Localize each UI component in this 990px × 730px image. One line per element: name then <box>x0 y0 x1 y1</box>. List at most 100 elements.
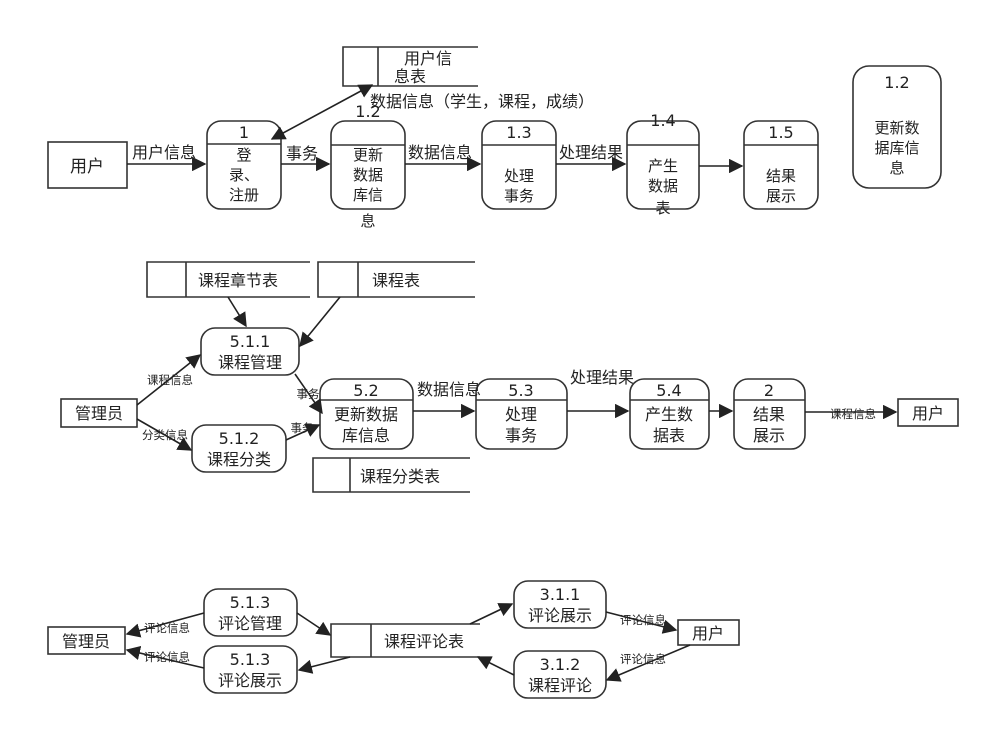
process-1-5-line: 结果 <box>766 167 796 185</box>
arrow-course-to-511 <box>299 296 341 348</box>
entity-admin: 管理员 <box>60 398 138 428</box>
entity-admin-3-label: 管理员 <box>62 632 110 651</box>
process-5-1-3a-line: 评论管理 <box>218 614 282 633</box>
arrow-user-to-312 <box>605 644 691 682</box>
store-course-comment: 课程评论表 <box>330 623 480 658</box>
label-data-info-detail: 数据信息（学生，课程，成绩） <box>370 92 594 111</box>
label-comment-3: 评论信息 <box>620 613 666 627</box>
process-5-4: 5.4 产生数 据表 <box>629 378 710 450</box>
process-3-1-2-id: 3.1.2 <box>540 655 581 674</box>
label-affair-2: 事务 <box>291 421 314 435</box>
process-3-1-1-id: 3.1.1 <box>540 585 581 604</box>
process-1-2-update-db: 1.2 更新 数据 库信 息 <box>330 102 406 230</box>
process-2-line: 展示 <box>753 426 785 445</box>
process-1-2-line: 数据 <box>353 166 383 184</box>
entity-admin-3: 管理员 <box>47 626 126 655</box>
process-2-show: 2 结果 展示 <box>733 378 806 450</box>
process-1-line: 录、 <box>229 166 259 184</box>
process-1-2-standalone-line: 据库信 <box>874 139 919 157</box>
process-3-1-1-line: 评论展示 <box>528 606 592 625</box>
store-user-info-line1: 用户信 <box>404 49 452 68</box>
entity-user-3-label: 用户 <box>692 624 724 643</box>
process-5-2: 5.2 更新数据 库信息 <box>319 378 414 450</box>
process-5-1-3-show: 5.1.3 评论展示 <box>203 645 298 694</box>
arrow-login-store-bidirectional <box>270 84 374 140</box>
store-user-info: 用户信 息表 <box>342 46 478 87</box>
store-course-category: 课程分类表 <box>312 457 470 493</box>
label-affair-1: 事务 <box>297 387 320 401</box>
process-5-1-1: 5.1.1 课程管理 <box>200 327 300 376</box>
arrow-admin-to-511 <box>136 354 202 406</box>
process-1-3-id: 1.3 <box>506 123 531 142</box>
label-comment-4: 评论信息 <box>620 652 666 666</box>
process-1-line: 注册 <box>229 186 259 204</box>
label-data-info: 数据信息 <box>408 143 472 162</box>
process-5-1-3b-line: 评论展示 <box>218 671 282 690</box>
process-1-2-standalone-line: 更新数 <box>874 119 919 137</box>
process-5-4-line: 据表 <box>653 426 685 445</box>
process-5-2-line: 库信息 <box>342 426 390 445</box>
process-1-3-line: 处理 <box>504 167 534 185</box>
row2: 课程章节表 课程表 课程分类表 管理员 用户 5.1.1 课程管理 5.1.2 <box>60 261 959 493</box>
process-2-line: 结果 <box>753 405 785 424</box>
process-1-5-line: 展示 <box>766 187 796 205</box>
process-1-5-show: 1.5 结果 展示 <box>743 120 819 210</box>
arrow-store-to-513b <box>297 656 351 674</box>
process-1-4-line: 数据 <box>648 177 678 195</box>
label-user-info: 用户信息 <box>132 143 196 162</box>
process-1-2-standalone-id: 1.2 <box>884 73 909 92</box>
arrow-513b-to-admin <box>125 645 205 669</box>
store-course-chapter-label: 课程章节表 <box>198 271 278 290</box>
process-5-1-3a-id: 5.1.3 <box>230 593 271 612</box>
row1: 用户 用户信 息表 1 登 录、 注册 1.2 更新 数据 库信 息 <box>47 46 942 230</box>
process-5-3: 5.3 处理 事务 <box>475 378 568 450</box>
process-5-3-id: 5.3 <box>508 381 533 400</box>
label-affair: 事务 <box>286 144 318 163</box>
store-user-info-line2: 息表 <box>394 67 426 86</box>
label-data-info-2: 数据信息 <box>417 380 481 399</box>
process-3-1-2-line: 课程评论 <box>528 676 592 695</box>
process-1-line: 登 <box>236 146 251 164</box>
process-2-id: 2 <box>764 381 774 400</box>
process-5-1-2-id: 5.1.2 <box>219 429 260 448</box>
store-course: 课程表 <box>317 261 475 298</box>
process-1-4-line: 表 <box>655 199 670 217</box>
arrow-311-to-user <box>605 611 678 634</box>
store-course-category-label: 课程分类表 <box>360 467 440 486</box>
label-process-result-2: 处理结果 <box>570 368 634 387</box>
process-5-2-id: 5.2 <box>353 381 378 400</box>
process-1-2-line: 库信 <box>353 186 383 204</box>
process-1-4-line: 产生 <box>648 157 678 175</box>
process-5-1-2-line: 课程分类 <box>207 450 271 469</box>
process-5-1-1-id: 5.1.1 <box>230 332 271 351</box>
arrow-admin-to-512 <box>136 418 193 451</box>
process-1-4-id: 1.4 <box>650 111 675 130</box>
store-course-comment-label: 课程评论表 <box>384 632 464 651</box>
process-5-4-line: 产生数 <box>645 405 693 424</box>
arrow-store-to-311 <box>469 603 514 625</box>
arrow-512-to-52 <box>285 423 321 441</box>
process-1-3-handle: 1.3 处理 事务 <box>481 120 557 210</box>
process-1-2-line: 息 <box>360 212 375 230</box>
entity-user-2: 用户 <box>897 398 959 427</box>
arrow-chapter-to-511 <box>227 296 247 328</box>
process-5-2-line: 更新数据 <box>334 405 398 424</box>
process-5-1-2: 5.1.2 课程分类 <box>191 424 287 473</box>
process-3-1-1: 3.1.1 评论展示 <box>513 580 607 629</box>
process-5-1-3-manage: 5.1.3 评论管理 <box>203 588 298 637</box>
label-course-info: 课程信息 <box>147 373 193 387</box>
process-1-2-line: 更新 <box>353 146 383 164</box>
process-1-3-line: 事务 <box>504 187 534 205</box>
process-5-4-id: 5.4 <box>656 381 681 400</box>
process-1-login: 1 登 录、 注册 <box>206 120 282 210</box>
process-1-id: 1 <box>239 123 249 142</box>
process-1-5-id: 1.5 <box>768 123 793 142</box>
process-5-3-line: 处理 <box>505 405 537 424</box>
entity-user-label: 用户 <box>70 157 104 177</box>
process-1-2-standalone-line: 息 <box>889 159 904 177</box>
entity-user-2-label: 用户 <box>912 404 944 423</box>
label-comment-1: 评论信息 <box>144 621 190 635</box>
entity-admin-label: 管理员 <box>75 404 123 423</box>
row3: 管理员 用户 课程评论表 5.1.3 评论管理 5.1.3 评论展示 3.1.1… <box>47 580 740 699</box>
